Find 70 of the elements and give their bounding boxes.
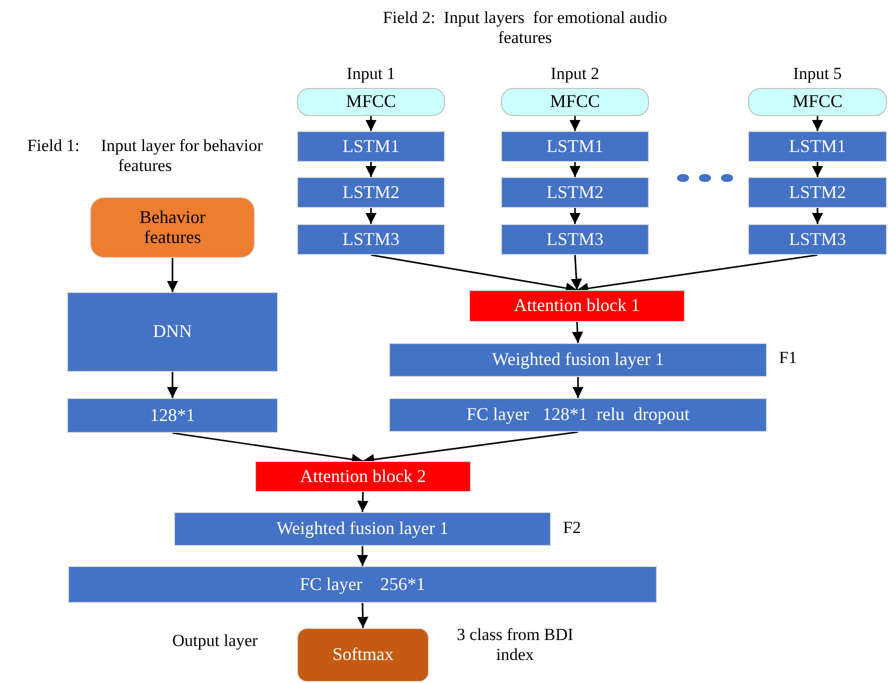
layer-label: Weighted fusion layer 1 [492, 350, 664, 370]
layer-label: Attention block 1 [514, 296, 640, 316]
layer-box [748, 177, 887, 208]
layer-label: MFCC [346, 92, 396, 112]
layer-label: LSTM2 [788, 182, 846, 202]
layer-label: FC layer 256*1 [300, 574, 426, 594]
layer-label: LSTM1 [546, 136, 604, 156]
arrow [365, 208, 377, 224]
layer-box [67, 292, 278, 372]
input-box [90, 197, 255, 258]
layer-label: MFCC [550, 92, 600, 112]
layer-label: LSTM3 [788, 230, 846, 250]
layer-box [174, 512, 551, 546]
feature-box [748, 88, 887, 116]
layer-label: 128*1 [150, 406, 195, 426]
layer-box [297, 131, 445, 162]
arrow [812, 208, 824, 224]
layer-label: LSTM2 [546, 182, 604, 202]
arrow [365, 162, 377, 177]
arrow [569, 116, 581, 131]
feature-box [501, 88, 649, 116]
layer-label: DNN [153, 322, 192, 342]
arrow [166, 258, 178, 292]
layer-label: LSTM3 [342, 230, 400, 250]
arrow [357, 602, 368, 628]
annotation-text: F1 [778, 348, 798, 368]
layer-box [67, 398, 278, 433]
field-heading: Field 2: Input layers for emotional audio features [382, 8, 668, 49]
layer-box [297, 177, 445, 208]
layer-label: LSTM1 [788, 136, 846, 156]
output-box [297, 628, 429, 682]
layer-label: Weighted fusion layer 1 [276, 519, 448, 539]
annotation-text: 3 class from BDI index [456, 625, 574, 666]
annotation-text: Input 2 [550, 64, 600, 84]
arrow [166, 372, 178, 398]
layer-box [501, 224, 649, 255]
attention-box [255, 461, 471, 492]
arrow [812, 116, 824, 131]
layer-label: Behavior features [138, 208, 206, 248]
layer-label: FC layer 128*1 relu dropout [466, 405, 690, 425]
layer-box [501, 131, 649, 162]
layer-box [501, 177, 649, 208]
layer-label: LSTM2 [342, 182, 400, 202]
feature-box [297, 88, 445, 116]
annotation-text: Output layer [171, 631, 259, 652]
layer-box [389, 398, 767, 432]
layer-box [68, 566, 657, 603]
annotation-text: F2 [562, 518, 582, 538]
layer-box [748, 131, 887, 162]
arrow [357, 492, 368, 512]
field-heading: Field 1: Input layer for behavior features [26, 136, 264, 177]
annotation-text: Input 5 [792, 64, 843, 84]
attention-box [469, 290, 685, 322]
layer-box [297, 224, 445, 255]
layer-label: Softmax [332, 645, 394, 665]
arrow [365, 116, 377, 131]
arrow [356, 546, 368, 566]
arrow [812, 162, 824, 177]
arrow [570, 254, 582, 290]
arrow [569, 162, 581, 177]
arrow [572, 377, 584, 398]
arrow [569, 208, 581, 224]
layer-label: LSTM3 [546, 230, 604, 250]
layer-box [748, 224, 887, 255]
layer-box [389, 343, 767, 377]
layer-label: Attention block 2 [300, 466, 426, 486]
arrow [572, 322, 584, 344]
layer-label: LSTM1 [342, 136, 400, 156]
layer-label: MFCC [792, 92, 843, 112]
annotation-text: Input 1 [346, 64, 396, 84]
